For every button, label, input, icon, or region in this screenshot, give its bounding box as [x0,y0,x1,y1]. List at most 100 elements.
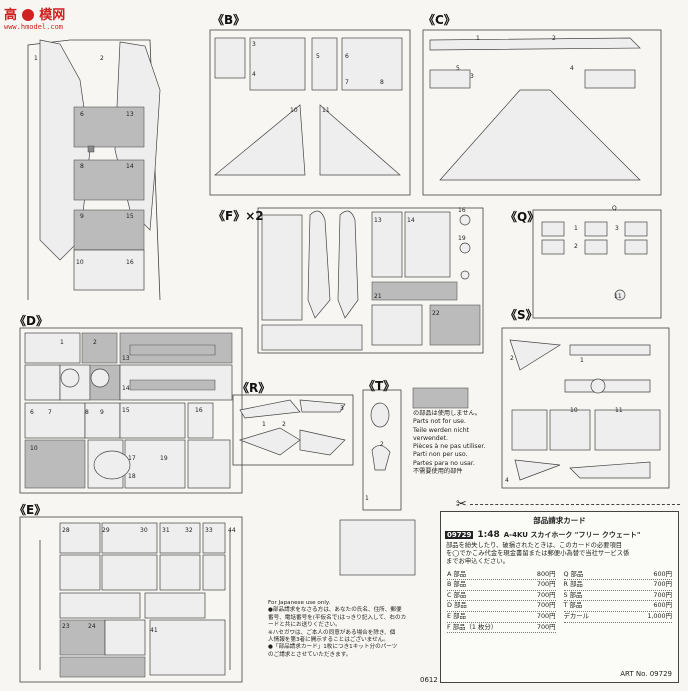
price-value: 1,000円 [647,611,672,620]
price-value: 700円 [653,580,672,589]
svg-text:9: 9 [80,213,84,220]
svg-text:1: 1 [574,225,578,232]
svg-text:28: 28 [62,527,70,534]
price-label: C 部品 [447,590,467,599]
unused-parts-notice: の部品は使用しません。 Parts not for use. Teile wer… [413,410,503,476]
svg-text:31: 31 [162,527,170,534]
svg-text:14: 14 [407,217,415,224]
watermark-logo-char: 高 [4,8,18,23]
svg-text:14: 14 [122,385,130,392]
svg-text:11: 11 [615,407,623,414]
card-instructions: 部品を紛失したり、破損されたときは、このカードの必要項目 を◯でかこみ代金を現金… [446,542,673,567]
price-label: R 部品 [563,580,583,589]
svg-text:10: 10 [30,445,38,452]
japanese-note-heading: For Japanese use only. [268,600,331,606]
svg-text:33: 33 [205,527,213,534]
price-label: S 部品 [563,590,583,599]
price-value: 700円 [536,580,556,589]
price-label: D 部品 [447,601,467,610]
svg-text:11: 11 [322,107,330,114]
svg-text:13: 13 [126,111,134,118]
japanese-note-line: ードと共にお送りください。 [268,622,341,629]
watermark-logo-icon [22,8,35,21]
svg-text:2: 2 [282,421,286,428]
label-sprue-s: 《S》 [505,308,538,322]
price-value: 600円 [653,601,672,610]
notice-line: Parts not for use. [413,418,466,426]
card-code-badge: 09729 [445,531,474,539]
price-value: 700円 [653,590,672,599]
price-value: 700円 [536,622,556,631]
label-sprue-d: 《D》 [14,314,48,328]
svg-text:6: 6 [345,53,349,60]
notice-line: の部品は使用しません。 [413,410,481,417]
notice-line: Partes para no usar. [413,459,475,467]
svg-text:16: 16 [126,259,134,266]
label-sprue-r: 《R》 [237,381,271,395]
svg-text:4: 4 [252,71,256,78]
label-sprue-e: 《E》 [14,503,47,517]
svg-text:8: 8 [85,409,89,416]
card-instruction-line: を◯でかこみ代金を現金書留または郵便小為替で当社サービス係 [446,550,630,558]
svg-text:22: 22 [432,310,440,317]
svg-text:11: 11 [614,293,622,300]
svg-text:15: 15 [126,213,134,220]
svg-text:15: 15 [122,407,130,414]
svg-text:1: 1 [476,35,480,42]
japanese-note-line: 番号、電話番号を(平仮名で)はっきり記入して、右のカ [268,614,407,621]
svg-text:4: 4 [505,477,509,484]
price-row: デカール 1,000円 [563,611,672,623]
price-value: 700円 [536,601,556,610]
card-header: 09729 1:48 A-4KU スカイホーク "フリー クウェート" [445,530,674,540]
price-row: B 部品 700円 [447,580,556,591]
svg-text:24: 24 [88,623,96,630]
label-sprue-c: 《C》 [423,13,456,27]
card-art-no: ART No. 09729 [620,670,672,678]
svg-text:21: 21 [374,293,382,300]
svg-text:1: 1 [60,339,64,346]
svg-text:10: 10 [76,259,84,266]
svg-text:6: 6 [80,111,84,118]
card-instruction-line: までお申込ください。 [446,558,509,566]
svg-text:23: 23 [62,623,70,630]
svg-text:4: 4 [570,65,574,72]
svg-text:1: 1 [34,55,38,62]
svg-text:9: 9 [100,409,104,416]
svg-text:5: 5 [456,65,460,72]
svg-text:8: 8 [380,79,384,86]
svg-text:32: 32 [185,527,193,534]
notice-line: Teile werden nicht verwendet. [413,426,470,442]
sprue-q: Q1 32 11 [532,205,662,319]
watermark-url: www.hmodel.com [4,23,64,31]
svg-text:2: 2 [510,355,514,362]
notice-line: 不需要使用的部件 [413,468,463,476]
svg-text:18: 18 [128,473,136,480]
svg-text:1: 1 [580,357,584,364]
price-label: B 部品 [447,580,467,589]
price-row: R 部品 700円 [563,580,672,591]
price-row: D 部品 700円 [447,601,556,612]
svg-text:7: 7 [345,79,349,86]
price-label: デカール [563,611,590,620]
svg-text:1: 1 [262,421,266,428]
svg-text:7: 7 [48,409,52,416]
japanese-note-line: のご請求とさせていただきます。 [268,651,352,658]
price-row: F 部品（1 枚分）700円 [447,623,556,634]
notice-line: Pièces à ne pas utiliser. [413,443,486,451]
scissors-icon: ✂ [456,497,467,512]
japanese-note-line: 人情報を第3者に開示することはございません。 [268,637,389,644]
watermark-brand: 模网 [39,8,66,23]
card-model: A-4KU スカイホーク "フリー クウェート" [503,531,641,539]
price-label: A 部品 [447,569,467,578]
price-label: Q 部品 [563,569,584,578]
